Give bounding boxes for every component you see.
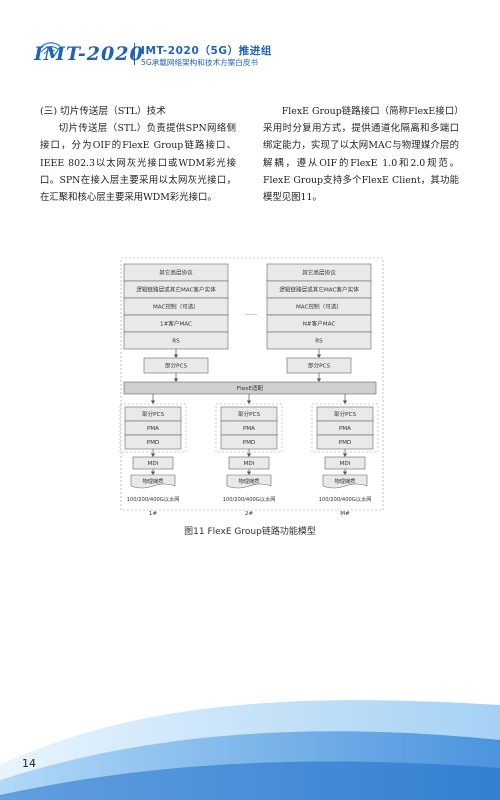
client-stack-1-layer-0-label: 其它高层协议 <box>302 269 336 277</box>
figure-caption: 图11 FlexE Group链路功能模型 <box>184 527 316 537</box>
phy-stack-0-layer-2 <box>124 434 182 450</box>
client-stack-0-layer-0 <box>123 263 229 282</box>
phy-medium-label-0: 物理媒质 <box>143 477 164 485</box>
phy-caption-1: 100/200/400G以太网 <box>223 495 276 503</box>
phy-stack-2-layer-0-label: 部分PCS <box>334 410 356 418</box>
phy-mdi-arrow-0-head <box>150 453 156 457</box>
client-ellipsis: …… <box>245 310 257 317</box>
phy-medium-arrow-0-head <box>150 471 156 475</box>
phy-stack-1-layer-2-label: PMD <box>243 440 256 446</box>
phy-medium-2 <box>322 474 368 489</box>
phy-stack-0-layer-1-label: PMA <box>147 426 159 432</box>
client-stack-1-layer-1 <box>266 280 372 299</box>
phy-stack-2-layer-1-label: PMA <box>339 426 351 432</box>
phy-stack-2-layer-2 <box>316 434 374 450</box>
left-paragraph: 切片传送层（STL）负责提供SPN网络侧接口，分为OIF的FlexE Group… <box>40 123 236 204</box>
phy-stack-0-layer-0-label: 部分PCS <box>142 410 164 418</box>
phy-stack-0-layer-2-label: PMD <box>147 440 160 446</box>
left-column: (三) 切片传送层（STL）技术 切片传送层（STL）负责提供SPN网络侧接口，… <box>40 103 236 206</box>
client-stack-0-layer-4 <box>123 331 229 350</box>
phy-medium-1 <box>226 474 272 489</box>
phy-stack-1-layer-0 <box>220 406 278 422</box>
page-number: 14 <box>22 757 36 770</box>
phy-mdi-0 <box>132 456 174 470</box>
phy-mdi-1-label: MDI <box>244 461 255 467</box>
client-pcs-1 <box>286 357 352 374</box>
phy-arrow-0-head <box>150 400 156 404</box>
phy-stack-1-layer-1-label: PMA <box>243 426 255 432</box>
right-column: FlexE Group链路接口（简称FlexE接口）采用时分复用方式，提供通道化… <box>263 103 459 206</box>
phy-caption-2: 100/200/400G以太网 <box>319 495 372 503</box>
phy-medium-label-1: 物理媒质 <box>239 477 260 485</box>
phy-mdi-0-label: MDI <box>148 461 159 467</box>
phy-stack-2-layer-2-label: PMD <box>339 440 352 446</box>
client-stack-0-layer-2 <box>123 297 229 316</box>
phy-caption-0: 100/200/400G以太网 <box>127 495 180 503</box>
phy-medium-0 <box>130 474 176 489</box>
phy-mdi-arrow-1-head <box>246 453 252 457</box>
phy-medium-arrow-1-head <box>246 471 252 475</box>
phy-stack-2-layer-0 <box>316 406 374 422</box>
flexe-shim <box>123 381 377 395</box>
header-divider <box>134 43 135 65</box>
flexe-shim-label: FlexE适配 <box>237 384 264 392</box>
phy-stack-1-layer-0-label: 部分PCS <box>238 410 260 418</box>
phy-stack-1-layer-1 <box>220 420 278 436</box>
phy-stack-0-layer-0 <box>124 406 182 422</box>
phy-medium-label-2: 物理媒质 <box>335 477 356 485</box>
client-stack-1-layer-4 <box>266 331 372 350</box>
phy-index-1: 2# <box>245 511 254 517</box>
phy-arrow-2-head <box>342 400 348 404</box>
phy-medium-arrow-2-head <box>342 471 348 475</box>
client-arrow-0-head <box>173 354 179 358</box>
phy-mdi-2 <box>324 456 366 470</box>
phy-stack-1-layer-2 <box>220 434 278 450</box>
client-stack-1-layer-4-label: RS <box>315 339 323 345</box>
phy-mdi-1 <box>228 456 270 470</box>
client-stack-0-layer-1-label: 逻辑链路层或其它MAC客户实体 <box>136 286 216 294</box>
right-paragraph: FlexE Group链路接口（简称FlexE接口）采用时分复用方式，提供通道化… <box>263 106 459 204</box>
client-stack-0-layer-3 <box>123 314 229 333</box>
phy-frame-0 <box>119 403 187 453</box>
client-stack-1-layer-1-label: 逻辑链路层或其它MAC客户实体 <box>279 286 359 294</box>
client-pcs-0 <box>143 357 209 374</box>
client-stack-1-layer-2 <box>266 297 372 316</box>
client-stack-0-layer-0-label: 其它高层协议 <box>159 269 193 277</box>
diagram-frame <box>120 257 384 511</box>
client-stack-0-layer-4-label: RS <box>172 339 180 345</box>
logo-text: IMT-2020 <box>34 43 144 65</box>
client-pcs-0-label: 部分PCS <box>165 362 187 370</box>
phy-mdi-arrow-2-head <box>342 453 348 457</box>
phy-index-2: M# <box>340 511 350 517</box>
phy-frame-1 <box>215 403 283 453</box>
phy-arrow-1-head <box>246 400 252 404</box>
client-stack-1-layer-0 <box>266 263 372 282</box>
client-pcs-arrow-1-head <box>316 378 322 382</box>
phy-frame-2 <box>311 403 379 453</box>
client-stack-0-layer-3-label: 1#客户MAC <box>160 320 192 328</box>
footer-wave <box>0 700 500 800</box>
phy-stack-2-layer-1 <box>316 420 374 436</box>
client-arrow-1-head <box>316 354 322 358</box>
client-stack-1-layer-3 <box>266 314 372 333</box>
phy-index-0: 1# <box>149 511 158 517</box>
client-stack-0-layer-2-label: MAC控制（可选） <box>153 303 199 311</box>
client-stack-1-layer-3-label: N#客户MAC <box>303 320 336 328</box>
section-heading: (三) 切片传送层（STL）技术 <box>40 106 166 117</box>
client-stack-1-layer-2-label: MAC控制（可选） <box>296 303 342 311</box>
header-title: IMT-2020（5G）推进组 <box>141 45 272 57</box>
page-header: IMT-2020 IMT-2020（5G）推进组 5G承载网络架构和技术方案白皮… <box>0 0 500 78</box>
imt2020-logo-icon <box>37 42 61 55</box>
header-subtitle: 5G承载网络架构和技术方案白皮书 <box>141 58 259 67</box>
client-pcs-1-label: 部分PCS <box>308 362 330 370</box>
client-pcs-arrow-0-head <box>173 378 179 382</box>
client-stack-0-layer-1 <box>123 280 229 299</box>
phy-mdi-2-label: MDI <box>340 461 351 467</box>
phy-stack-0-layer-1 <box>124 420 182 436</box>
